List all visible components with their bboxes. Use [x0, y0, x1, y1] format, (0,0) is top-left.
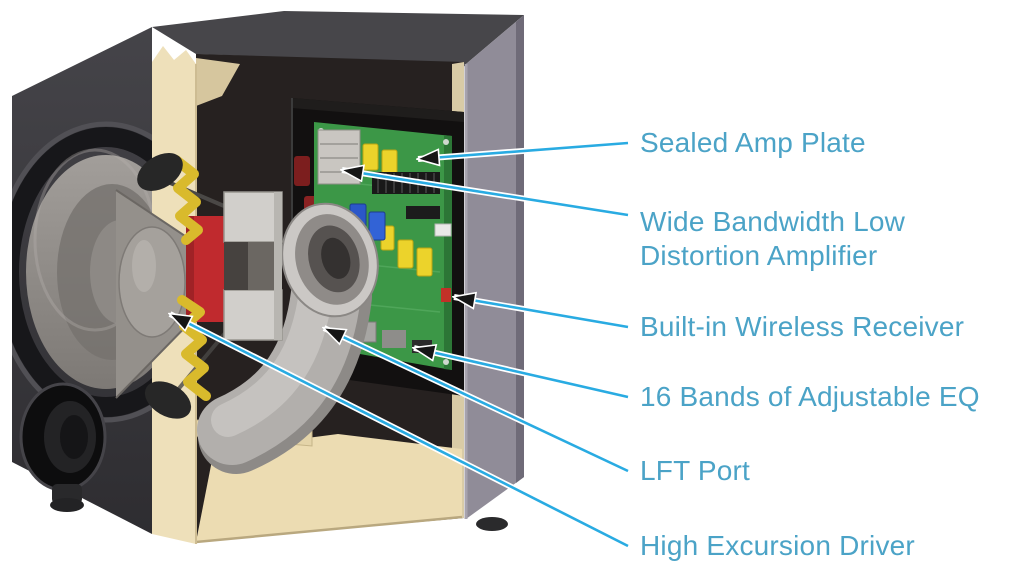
callout-label-eq: 16 Bands of Adjustable EQ [640, 380, 980, 412]
transformer [317, 129, 361, 185]
driver-trim-ring-outer [12, 121, 152, 423]
surround-bottom [144, 381, 192, 419]
connector-dark [406, 206, 440, 219]
port-exit-deep [60, 415, 88, 459]
callout-line-amplifier [342, 170, 629, 217]
dust-cap-highlight [132, 240, 156, 292]
port-exit-hole [19, 382, 107, 492]
callout-label-amplifier: Wide Bandwidth Low Distortion Amplifier [640, 205, 906, 271]
callout-label-sealed-amp-plate: Sealed Amp Plate [640, 126, 866, 158]
callout-line-wireless-receiver [454, 297, 629, 329]
callout-lines [170, 140, 630, 549]
spider-bottom [177, 295, 211, 401]
voice-coil-shade [186, 216, 194, 322]
interior-top-wood-wedge [196, 58, 240, 106]
wireless-receiver-chip [441, 288, 451, 302]
driver-cone-highlight [33, 148, 152, 332]
callout-label-driver: High Excursion Driver [640, 529, 915, 561]
callout-line-sealed-amp-plate [418, 141, 629, 159]
pcb-right-edge [444, 135, 452, 370]
cabinet-foot-right [476, 517, 508, 531]
callout-line-lft-port [324, 328, 629, 473]
surround-top [137, 153, 183, 191]
connector-white [434, 223, 452, 237]
callout-label-lft-port: LFT Port [640, 454, 751, 486]
port-opening [281, 202, 379, 318]
high-excursion-driver [115, 153, 283, 419]
callout-line-eq [414, 348, 629, 399]
cabinet-foot-left [50, 484, 84, 512]
floor-front-edge [195, 515, 463, 544]
cabinet-side-panel [466, 15, 524, 519]
cabinet-side-panel-edge [516, 15, 524, 483]
driver-magnet [223, 191, 283, 341]
spider-top [171, 155, 203, 245]
port-tube-highlight [211, 275, 333, 437]
amp-plate-top-edge [292, 98, 464, 122]
capacitor-darkred-1 [294, 156, 310, 186]
cabinet-top-panel [152, 11, 524, 64]
driver-trim-ring [12, 127, 152, 417]
callout-line-driver [170, 314, 629, 548]
callout-label-wireless-receiver: Built-in Wireless Receiver [640, 310, 965, 342]
